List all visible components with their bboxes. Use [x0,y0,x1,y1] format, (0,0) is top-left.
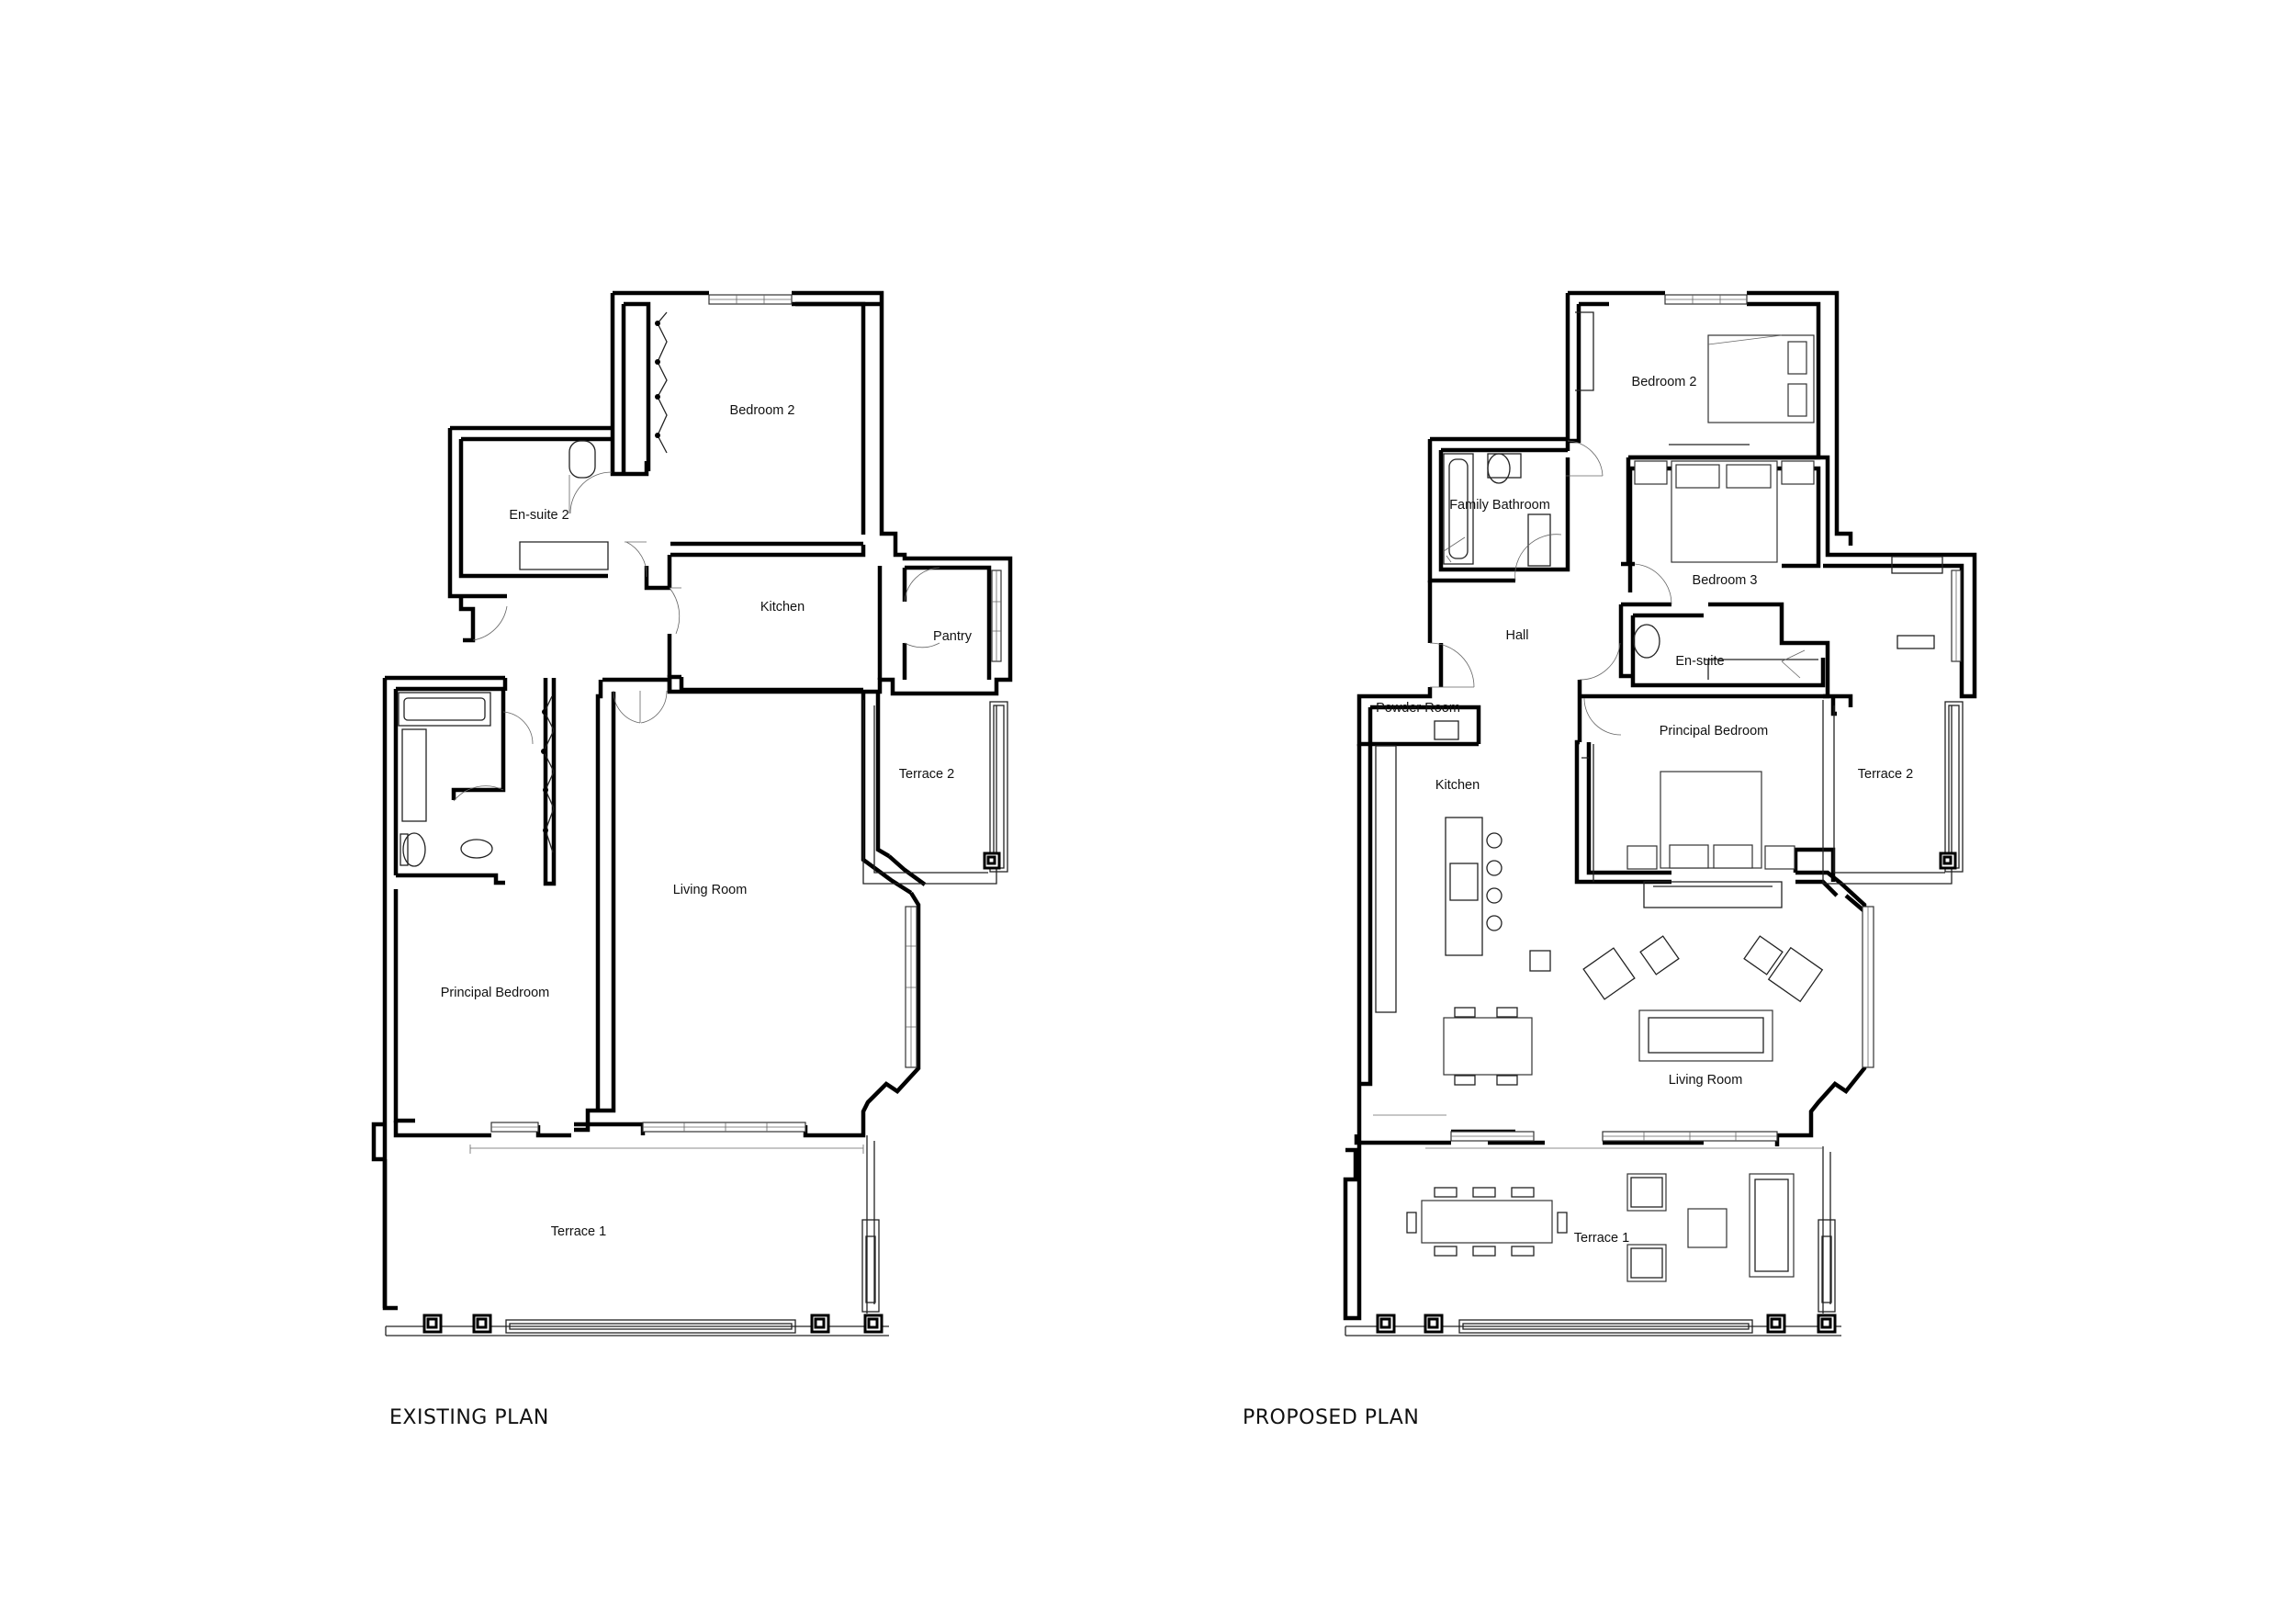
label-powder-room: Powder Room [1376,701,1460,716]
label-family-bathroom: Family Bathroom [1449,498,1550,513]
existing-fixtures [398,311,940,867]
label-pantry: Pantry [933,629,973,644]
label-kitchen: Kitchen [1435,778,1480,793]
label-bedroom2: Bedroom 2 [730,403,795,418]
label-living-room: Living Room [1669,1073,1743,1088]
label-bedroom2: Bedroom 2 [1632,375,1697,389]
label-hall: Hall [1506,628,1529,643]
label-living-room: Living Room [673,883,748,897]
label-ensuite2: En-suite 2 [509,508,568,523]
existing-walls [371,290,1013,1311]
plan-title-existing: EXISTING PLAN [389,1406,549,1429]
label-ensuite: En-suite [1675,654,1724,669]
existing-plan: Bedroom 2 En-suite 2 Kitchen Pantry Terr… [371,290,1013,1429]
proposed-labels: Bedroom 2 Family Bathroom Bedroom 3 Hall… [1376,375,1913,1246]
label-bedroom3: Bedroom 3 [1693,573,1758,588]
label-terrace2: Terrace 2 [899,767,954,782]
label-terrace1: Terrace 1 [1574,1231,1629,1246]
proposed-doors [1429,440,1806,736]
label-terrace2: Terrace 2 [1858,767,1913,782]
proposed-glazing [1345,294,1964,1336]
outdoor-table-icon [1421,1200,1553,1244]
existing-glazing [385,294,1008,1336]
label-kitchen: Kitchen [760,600,805,615]
proposed-plan: Bedroom 2 Family Bathroom Bedroom 3 Hall… [1243,290,1977,1429]
label-terrace1: Terrace 1 [551,1224,606,1239]
dining-table-icon [1443,1017,1533,1076]
existing-labels: Bedroom 2 En-suite 2 Kitchen Pantry Terr… [441,403,973,1239]
label-principal-bedroom: Principal Bedroom [1660,724,1768,739]
proposed-furniture [1373,311,1943,1282]
plan-title-proposed: PROPOSED PLAN [1243,1406,1419,1429]
label-principal-bedroom: Principal Bedroom [441,986,549,1000]
